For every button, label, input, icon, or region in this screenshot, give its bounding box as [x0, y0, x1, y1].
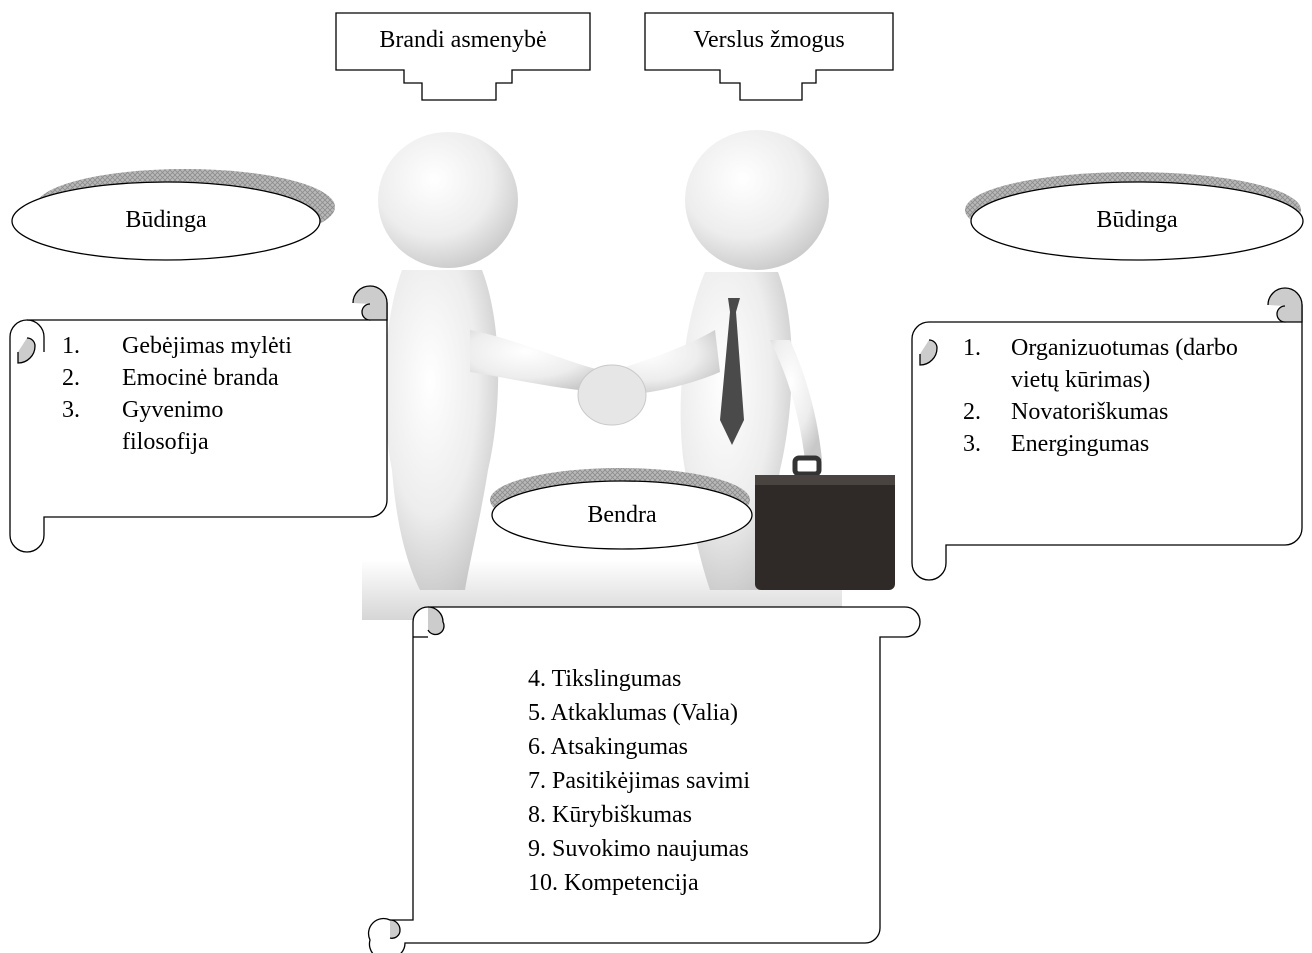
- common-trait-list: 4. Tikslingumas 5. Atkaklumas (Valia) 6.…: [528, 662, 868, 900]
- callout-brandi-asmenybe: [335, 12, 591, 101]
- handshake-figures-icon: [362, 130, 895, 620]
- list-item: 10. Kompetencija: [528, 870, 699, 896]
- callout-right-label: Verslus žmogus: [693, 27, 845, 53]
- ellipse-left-label: Būdinga: [125, 207, 207, 233]
- callout-left-label: Brandi asmenybė: [379, 27, 547, 53]
- list-item-label: Gebėjimas mylėti: [122, 333, 292, 359]
- left-trait-list: 1. Gebėjimas mylėti 2. Emocinė branda 3.…: [62, 330, 342, 458]
- list-item: 3. Energingumas: [963, 428, 1293, 460]
- callout-verslus-zmogus: [644, 12, 894, 101]
- list-item: 7. Pasitikėjimas savimi: [528, 768, 750, 794]
- ellipse-right-label: Būdinga: [1096, 207, 1178, 233]
- list-item-label: Organizuotumas (darbo vietų kūrimas): [1011, 335, 1238, 393]
- list-item: 9. Suvokimo naujumas: [528, 836, 749, 862]
- list-item-label: Gyvenimo filosofija: [122, 397, 224, 455]
- list-item: 4. Tikslingumas: [528, 666, 682, 692]
- scroll-right: [911, 287, 1303, 581]
- ellipse-center-label: Bendra: [587, 502, 657, 528]
- list-item-number: 2.: [62, 365, 80, 391]
- list-item: 2. Novatoriškumas: [963, 396, 1293, 428]
- list-item: 6. Atsakingumas: [528, 734, 688, 760]
- scroll-common: [367, 606, 921, 953]
- list-item: 1. Organizuotumas (darbo vietų kūrimas): [963, 332, 1293, 396]
- list-item-number: 2.: [963, 399, 981, 425]
- ellipse-bendra: [491, 480, 753, 550]
- list-item: 8. Kūrybiškumas: [528, 802, 692, 828]
- list-item-number: 3.: [963, 431, 981, 457]
- right-trait-list: 1. Organizuotumas (darbo vietų kūrimas) …: [963, 332, 1293, 460]
- list-item: 2. Emocinė branda: [62, 362, 342, 394]
- list-item-number: 1.: [62, 333, 80, 359]
- list-item-number: 1.: [963, 335, 981, 361]
- list-item-number: 3.: [62, 397, 80, 423]
- scroll-left: [9, 285, 388, 553]
- ellipse-budinga-left: [11, 181, 321, 261]
- list-item-label: Novatoriškumas: [1011, 399, 1169, 425]
- list-item-label: Energingumas: [1011, 431, 1150, 457]
- list-item: 5. Atkaklumas (Valia): [528, 700, 738, 726]
- list-item: 1. Gebėjimas mylėti: [62, 330, 342, 362]
- list-item: 3. Gyvenimo filosofija: [62, 394, 342, 458]
- list-item-label: Emocinė branda: [122, 365, 279, 391]
- ellipse-budinga-right: [970, 181, 1304, 261]
